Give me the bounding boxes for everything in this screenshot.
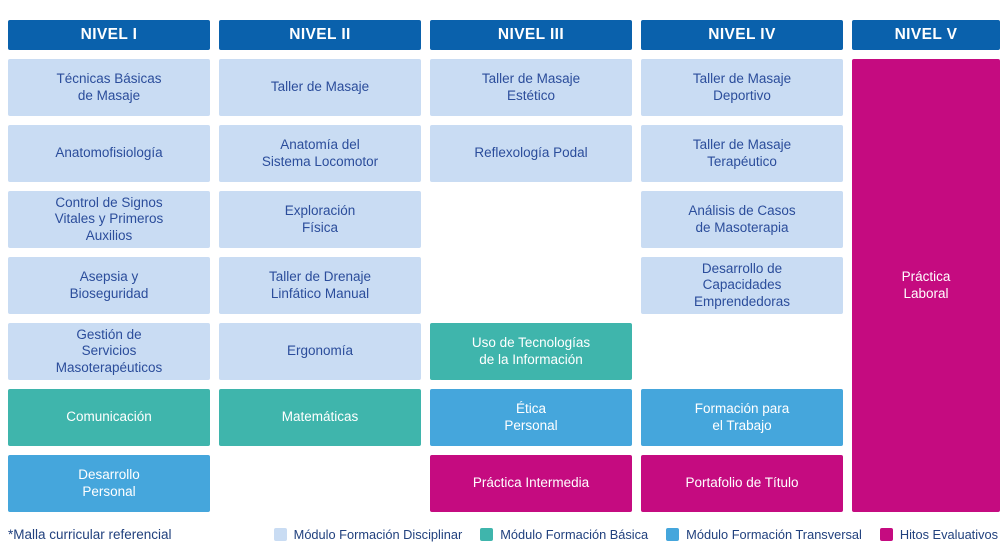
course-cell: Asepsia y Bioseguridad	[8, 257, 210, 314]
legend-swatch-transversal	[666, 527, 680, 541]
course-cell: Control de Signos Vitales y Primeros Aux…	[8, 191, 210, 248]
legend-swatch-basica	[480, 527, 494, 541]
legend-item-transversal: Módulo Formación Transversal	[666, 527, 862, 542]
legend-label: Módulo Formación Disciplinar	[293, 526, 463, 542]
course-cell: Desarrollo Personal	[8, 455, 210, 512]
legend-label: Módulo Formación Básica	[500, 526, 649, 542]
course-cell: Reflexología Podal	[430, 125, 632, 182]
course-cell: Práctica Intermedia	[430, 455, 632, 512]
course-cell: Taller de Masaje Estético	[430, 59, 632, 116]
legend-item-hitos: Hitos Evaluativos	[879, 526, 998, 542]
course-cell: Ergonomía	[219, 323, 421, 380]
footer: *Malla curricular referencial Módulo For…	[8, 522, 998, 546]
course-cell: Formación para el Trabajo	[641, 389, 843, 446]
course-cell: Portafolio de Título	[641, 455, 843, 512]
course-cell: Técnicas Básicas de Masaje	[8, 59, 210, 116]
legend-item-disciplinar: Módulo Formación Disciplinar	[273, 526, 463, 542]
course-cell: Práctica Laboral	[852, 59, 1000, 512]
level-header-2: NIVEL II	[219, 20, 421, 50]
legend-swatch-disciplinar	[273, 527, 287, 541]
legend-label: Módulo Formación Transversal	[686, 526, 862, 542]
course-cell: Anatomía del Sistema Locomotor	[219, 125, 421, 182]
legend: Módulo Formación Disciplinar Módulo Forma…	[273, 526, 998, 542]
course-cell: Exploración Física	[219, 191, 421, 248]
level-header-3: NIVEL III	[430, 20, 632, 50]
level-header-5: NIVEL V	[852, 20, 1000, 50]
footer-note: *Malla curricular referencial	[8, 526, 172, 542]
course-cell: Gestión de Servicios Masoterapéuticos	[8, 323, 210, 380]
course-cell: Desarrollo de Capacidades Emprendedoras	[641, 257, 843, 314]
legend-label: Hitos Evaluativos	[899, 526, 998, 542]
course-cell: Taller de Drenaje Linfático Manual	[219, 257, 421, 314]
course-cell: Anatomofisiología	[8, 125, 210, 182]
course-cell: Ética Personal	[430, 389, 632, 446]
level-header-1: NIVEL I	[8, 20, 210, 50]
legend-swatch-hitos	[879, 527, 893, 541]
course-cell: Uso de Tecnologías de la Información	[430, 323, 632, 380]
level-header-4: NIVEL IV	[641, 20, 843, 50]
course-cell: Taller de Masaje	[219, 59, 421, 116]
course-cell: Taller de Masaje Deportivo	[641, 59, 843, 116]
course-cell: Taller de Masaje Terapéutico	[641, 125, 843, 182]
course-cell: Matemáticas	[219, 389, 421, 446]
course-cell: Comunicación	[8, 389, 210, 446]
course-cell: Análisis de Casos de Masoterapia	[641, 191, 843, 248]
legend-item-basica: Módulo Formación Básica	[480, 527, 648, 542]
